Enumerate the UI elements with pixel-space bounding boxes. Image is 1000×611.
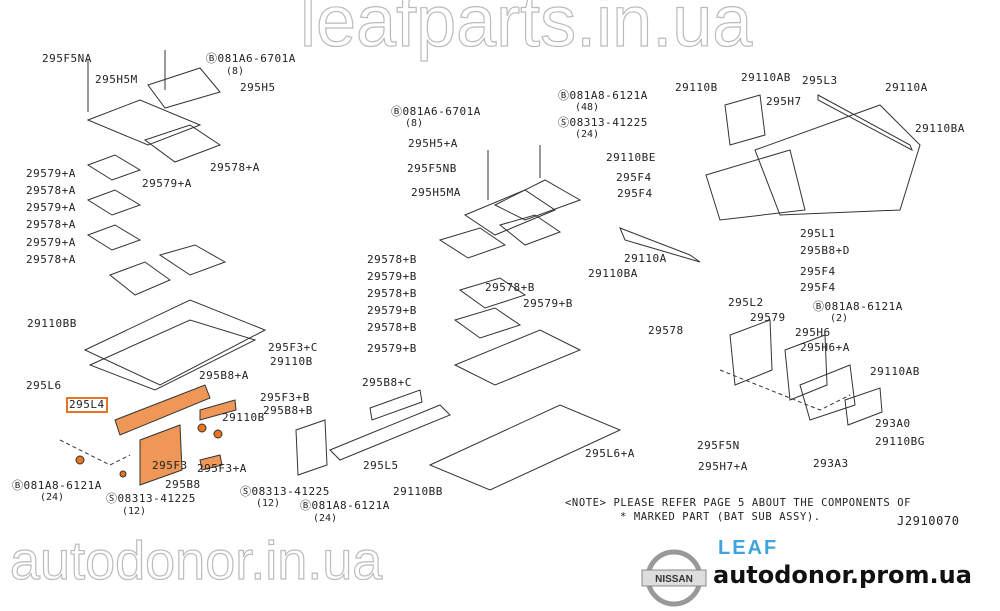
part-label: 295B8+D bbox=[800, 244, 850, 257]
part-label: 29578+A bbox=[26, 253, 76, 266]
part-label: 29578+A bbox=[26, 218, 76, 231]
model-name: LEAF bbox=[718, 537, 779, 559]
bolt-label: Ⓑ081A8-6121A bbox=[558, 89, 648, 102]
highlighted-part-label[interactable]: 295L4 bbox=[66, 397, 108, 413]
part-label: 29110BA bbox=[588, 267, 638, 280]
part-label: 295H7 bbox=[766, 95, 802, 108]
bolt-label: Ⓑ081A6-6701A bbox=[206, 52, 296, 65]
part-label: 29578+A bbox=[210, 161, 260, 174]
part-label: 29110B bbox=[222, 411, 265, 424]
part-label: 295F5NB bbox=[407, 162, 457, 175]
part-label: 29578+B bbox=[367, 287, 417, 300]
part-label: 29579+A bbox=[26, 236, 76, 249]
svg-text:NISSAN: NISSAN bbox=[655, 574, 693, 585]
part-label: 29110BG bbox=[875, 435, 925, 448]
quantity: (8) bbox=[405, 118, 424, 129]
part-label: 29110B bbox=[675, 81, 718, 94]
part-label: 295L2 bbox=[728, 296, 764, 309]
part-label: 29578+A bbox=[26, 184, 76, 197]
part-label: 29579+A bbox=[142, 177, 192, 190]
part-label: 29110BE bbox=[606, 151, 656, 164]
part-label: 29579+B bbox=[367, 270, 417, 283]
part-label: 295H5+A bbox=[408, 137, 458, 150]
part-label: 295F5NA bbox=[42, 52, 92, 65]
part-label: 295F3+A bbox=[197, 462, 247, 475]
part-label: 29579+A bbox=[26, 167, 76, 180]
part-label: 29579+A bbox=[26, 201, 76, 214]
site-name: autodonor.prom.ua bbox=[713, 561, 972, 589]
part-label: 295B8+A bbox=[199, 369, 249, 382]
part-label: 295H7+A bbox=[698, 460, 748, 473]
part-label: 295L6+A bbox=[585, 447, 635, 460]
part-label: 295F3+C bbox=[268, 341, 318, 354]
bolt-label: Ⓑ081A6-6701A bbox=[391, 105, 481, 118]
part-label: 29110B bbox=[270, 355, 313, 368]
quantity: (8) bbox=[226, 66, 245, 77]
quantity: (12) bbox=[122, 506, 147, 517]
quantity: (24) bbox=[313, 513, 338, 524]
part-label: 295B8+C bbox=[362, 376, 412, 389]
quantity: (24) bbox=[575, 129, 600, 140]
part-label: 295F4 bbox=[617, 187, 653, 200]
part-label: 295F5N bbox=[697, 439, 740, 452]
part-label: 295L5 bbox=[363, 459, 399, 472]
part-label: 295B8 bbox=[165, 478, 201, 491]
part-label: 29579 bbox=[750, 311, 786, 324]
part-label: 295L3 bbox=[802, 74, 838, 87]
nissan-logo: NISSAN bbox=[641, 549, 707, 607]
part-label: 29578+B bbox=[485, 281, 535, 294]
watermark-autodonor: autodonor.in.ua bbox=[9, 530, 383, 591]
part-label: 295B8+B bbox=[263, 404, 313, 417]
note-line-1: <NOTE> PLEASE REFER PAGE 5 ABOUT THE COM… bbox=[565, 497, 912, 509]
part-label: 29578+B bbox=[367, 253, 417, 266]
quantity: (48) bbox=[575, 102, 600, 113]
part-label: 295H5M bbox=[95, 73, 138, 86]
part-label: 29110AB bbox=[741, 71, 791, 84]
bolt-label: Ⓑ081A8-6121A bbox=[12, 479, 102, 492]
part-label: 295F3 bbox=[152, 459, 188, 472]
screw-label: Ⓢ08313-41225 bbox=[240, 485, 330, 498]
part-label: 29578+B bbox=[367, 321, 417, 334]
left-rails bbox=[59, 384, 237, 486]
center-stack bbox=[295, 145, 622, 491]
part-label: 295F3+B bbox=[260, 391, 310, 404]
part-label: 29579+B bbox=[367, 304, 417, 317]
screw-label: Ⓢ08313-41225 bbox=[106, 492, 196, 505]
quantity: (24) bbox=[40, 492, 65, 503]
part-label: 29578 bbox=[648, 324, 684, 337]
part-label: 295H5MA bbox=[411, 186, 461, 199]
part-label: 29110BB bbox=[393, 485, 443, 498]
part-label: 295H6 bbox=[795, 326, 831, 339]
part-label: 29110AB bbox=[870, 365, 920, 378]
quantity: (2) bbox=[830, 313, 849, 324]
screw-label: Ⓢ08313-41225 bbox=[558, 116, 648, 129]
left-stack bbox=[83, 50, 267, 391]
diagram-code: J2910070 bbox=[897, 514, 960, 528]
part-label: 295F4 bbox=[800, 265, 836, 278]
bolt-label: Ⓑ081A8-6121A bbox=[300, 499, 390, 512]
part-label: 293A3 bbox=[813, 457, 849, 470]
part-label: 29579+B bbox=[367, 342, 417, 355]
part-label: 29579+B bbox=[523, 297, 573, 310]
part-label: 295H6+A bbox=[800, 341, 850, 354]
part-label: 295H5 bbox=[240, 81, 276, 94]
bolt-label: Ⓑ081A8-6121A bbox=[813, 300, 903, 313]
part-label: 293A0 bbox=[875, 417, 911, 430]
part-label: 29110A bbox=[885, 81, 928, 94]
part-label: 295F4 bbox=[616, 171, 652, 184]
part-label: 29110A bbox=[624, 252, 667, 265]
part-label: 295F4 bbox=[800, 281, 836, 294]
part-label: 295L1 bbox=[800, 227, 836, 240]
part-label: 29110BB bbox=[27, 317, 77, 330]
quantity: (12) bbox=[256, 498, 281, 509]
watermark-leafparts: leafparts.in.ua bbox=[299, 0, 753, 62]
part-label: 29110BA bbox=[915, 122, 965, 135]
note-line-2: * MARKED PART (BAT SUB ASSY). bbox=[620, 511, 821, 523]
part-label: 295L6 bbox=[26, 379, 62, 392]
right-module bbox=[619, 94, 921, 426]
